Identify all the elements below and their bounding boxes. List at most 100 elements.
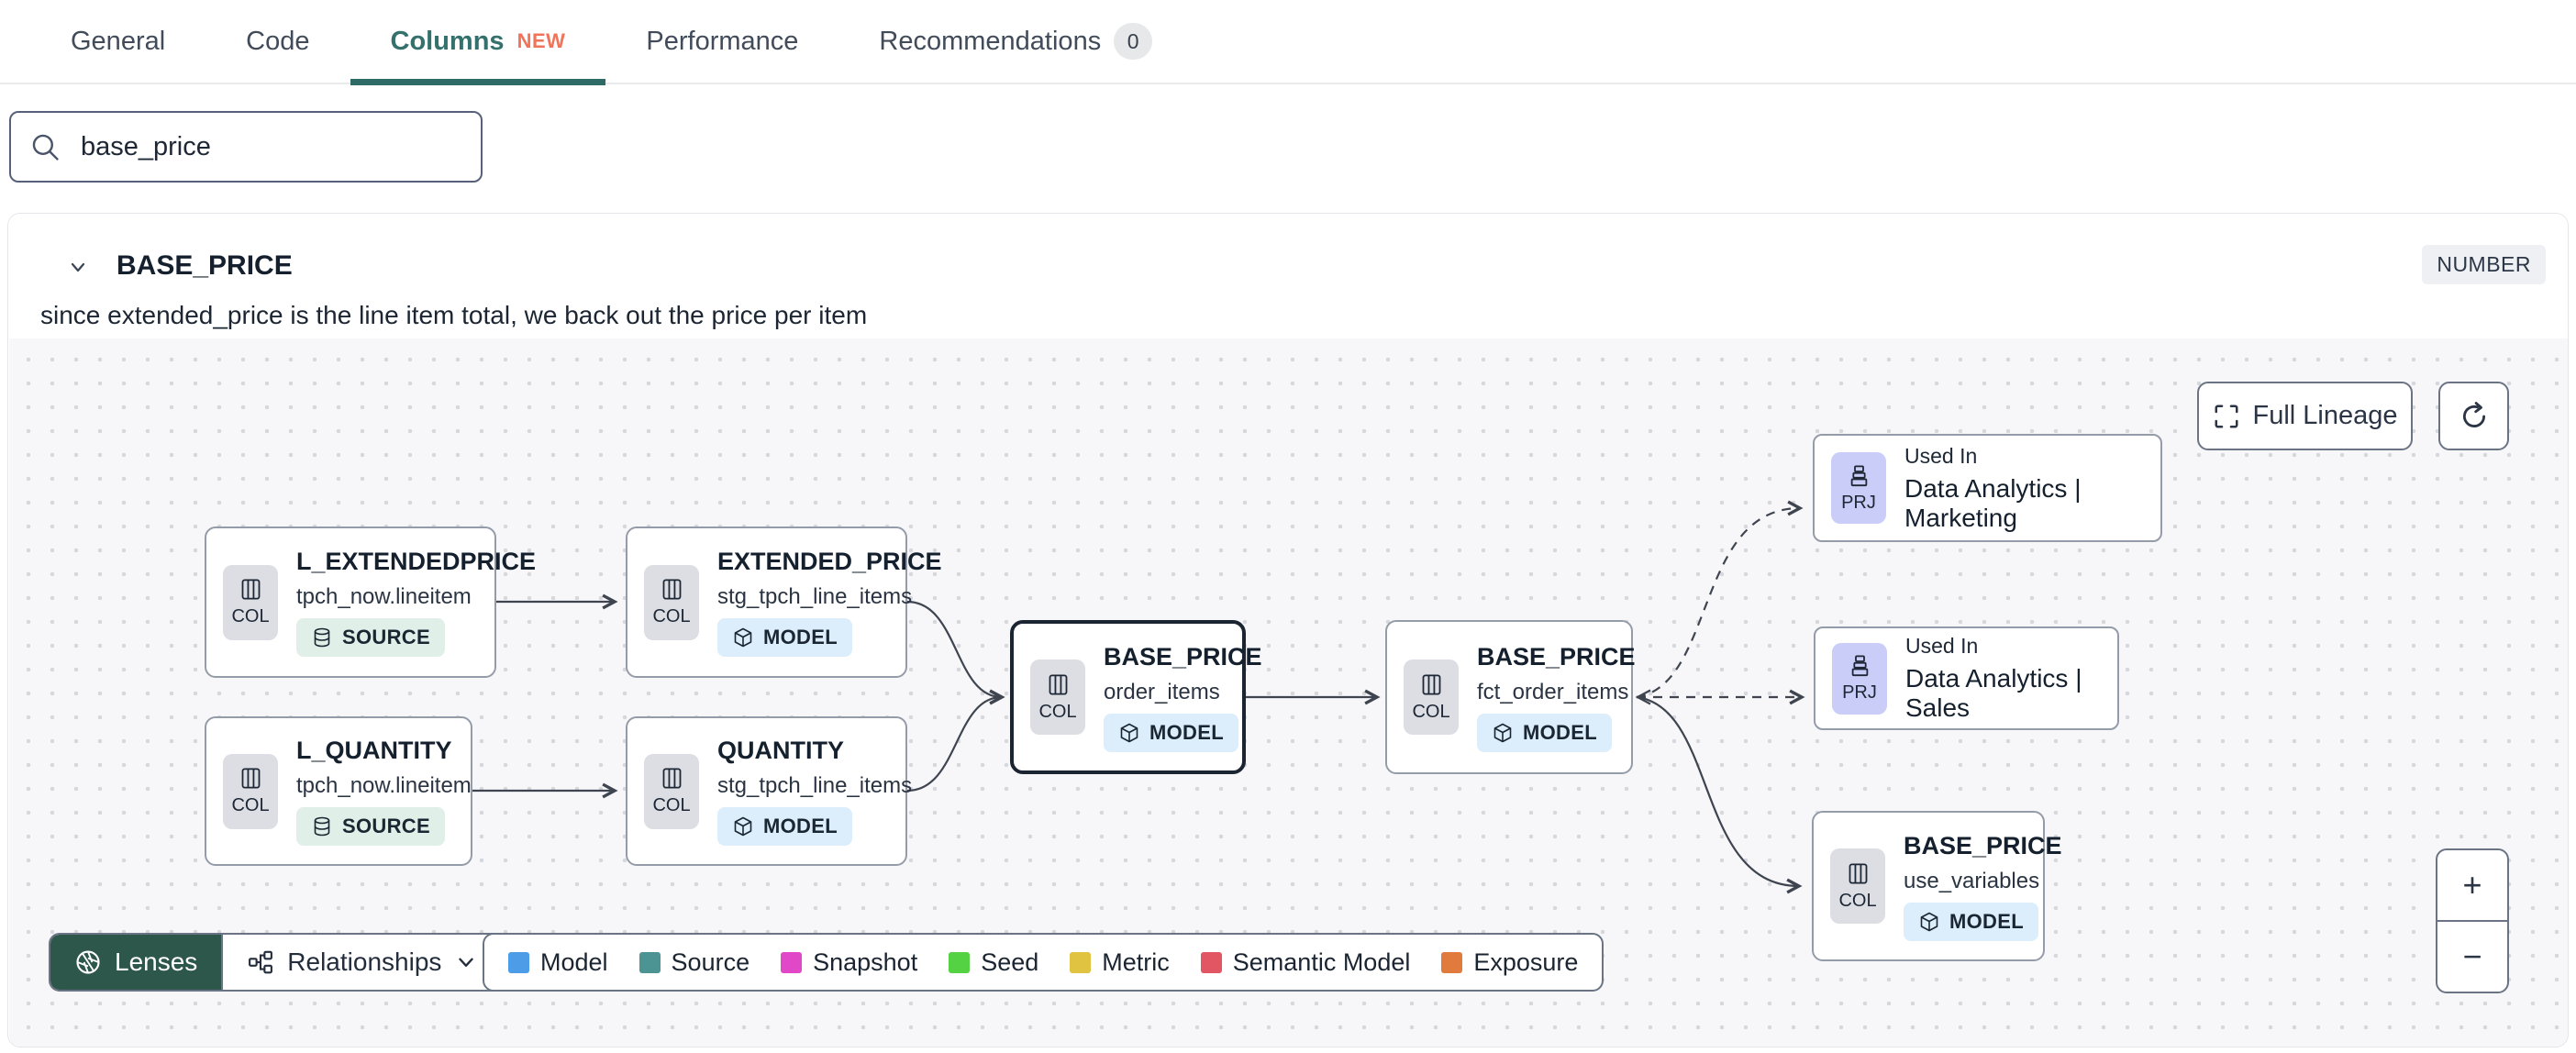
legend-label: Snapshot bbox=[813, 948, 918, 976]
search-box bbox=[9, 111, 483, 183]
chip-label: PRJ bbox=[1841, 492, 1876, 513]
badge-label: MODEL bbox=[1149, 720, 1224, 744]
column-title: BASE_PRICE bbox=[117, 250, 293, 281]
lineage-node-exposure-sales[interactable]: PRJ Used In Data Analytics | Sales bbox=[1814, 626, 2119, 730]
project-icon bbox=[1850, 464, 1867, 486]
node-title: BASE_PRICE bbox=[1477, 642, 1636, 671]
node-subtitle: tpch_now.lineitem bbox=[296, 584, 472, 609]
zoom-in-button[interactable]: + bbox=[2437, 850, 2507, 922]
legend-label: Metric bbox=[1102, 948, 1170, 976]
node-type-badge: MODEL bbox=[1104, 713, 1238, 752]
lineage-node-extended-price[interactable]: COL EXTENDED_PRICE stg_tpch_line_items M… bbox=[626, 526, 942, 678]
chip-label: COL bbox=[1412, 701, 1450, 722]
expand-icon bbox=[2215, 405, 2237, 427]
tab-bar: General Code Columns NEW Performance Rec… bbox=[0, 0, 2576, 85]
tab-columns[interactable]: Columns NEW bbox=[350, 0, 606, 85]
legend-swatch bbox=[1441, 951, 1463, 973]
new-badge: NEW bbox=[516, 29, 566, 52]
full-lineage-button[interactable]: Full Lineage bbox=[2197, 382, 2413, 450]
tab-performance[interactable]: Performance bbox=[605, 0, 838, 83]
tab-label: Columns bbox=[390, 26, 505, 56]
node-type-badge: MODEL bbox=[1904, 902, 2038, 941]
refresh-button[interactable] bbox=[2438, 382, 2509, 450]
lineage-node-exposure-marketing[interactable]: PRJ Used In Data Analytics | Marketing bbox=[1813, 434, 2162, 542]
cube-icon bbox=[1493, 723, 1512, 742]
project-icon bbox=[1851, 655, 1868, 677]
legend-label: Exposure bbox=[1473, 948, 1579, 976]
zoom-out-button[interactable]: − bbox=[2462, 937, 2482, 975]
legend-label: Source bbox=[671, 948, 750, 976]
relationships-icon bbox=[249, 950, 273, 974]
legend: Model Source Snapshot Seed Metric Semant… bbox=[483, 933, 1604, 992]
column-chip: COL bbox=[644, 753, 699, 829]
legend-swatch bbox=[638, 951, 661, 973]
column-panel-header: BASE_PRICE NUMBER since extended_price i… bbox=[8, 214, 2568, 338]
lineage-node-l-extendedprice[interactable]: COL L_EXTENDEDPRICE tpch_now.lineitem SO… bbox=[205, 526, 536, 678]
database-icon bbox=[314, 816, 330, 837]
columns-icon bbox=[662, 579, 681, 600]
chip-label: COL bbox=[1838, 890, 1877, 911]
tab-label: Code bbox=[246, 26, 310, 56]
aperture-icon bbox=[76, 950, 100, 974]
tab-general[interactable]: General bbox=[30, 0, 205, 83]
node-title: BASE_PRICE bbox=[1104, 642, 1262, 671]
column-chip: COL bbox=[1830, 848, 1885, 924]
chip-label: COL bbox=[1038, 701, 1077, 722]
badge-label: SOURCE bbox=[342, 626, 430, 648]
collapse-chevron-icon[interactable] bbox=[61, 250, 94, 283]
cube-icon bbox=[1120, 723, 1138, 742]
legend-label: Model bbox=[540, 948, 608, 976]
tab-code[interactable]: Code bbox=[205, 0, 350, 83]
chip-label: PRJ bbox=[1842, 682, 1877, 703]
lenses-button[interactable]: Lenses bbox=[50, 935, 222, 990]
chip-label: COL bbox=[652, 606, 691, 626]
column-chip: COL bbox=[223, 753, 278, 829]
lenses-bar: Lenses Relationships bbox=[49, 933, 505, 992]
node-title: BASE_PRICE bbox=[1904, 831, 2062, 859]
relationships-label: Relationships bbox=[287, 948, 442, 976]
lineage-node-l-quantity[interactable]: COL L_QUANTITY tpch_now.lineitem SOURCE bbox=[205, 716, 472, 866]
node-subtitle: use_variables bbox=[1904, 868, 2040, 893]
badge-label: MODEL bbox=[1523, 720, 1597, 744]
relationships-dropdown[interactable]: Relationships bbox=[221, 935, 503, 990]
column-chip: COL bbox=[644, 564, 699, 640]
lineage-node-base-price-fct-order-items[interactable]: COL BASE_PRICE fct_order_items MODEL bbox=[1385, 620, 1636, 774]
lineage-canvas[interactable]: COL L_EXTENDEDPRICE tpch_now.lineitem SO… bbox=[9, 338, 2568, 1047]
node-subtitle: order_items bbox=[1104, 679, 1220, 704]
node-type-badge: MODEL bbox=[717, 618, 852, 657]
legend-swatch bbox=[781, 951, 803, 973]
legend-swatch bbox=[1070, 951, 1092, 973]
column-description: since extended_price is the line item to… bbox=[40, 301, 868, 329]
used-in-label: Used In bbox=[1904, 443, 1978, 468]
lineage-node-quantity[interactable]: COL QUANTITY stg_tpch_line_items MODEL bbox=[626, 716, 912, 866]
badge-label: SOURCE bbox=[342, 815, 430, 837]
chip-label: COL bbox=[231, 795, 270, 815]
legend-swatch bbox=[508, 951, 529, 973]
cube-icon bbox=[1920, 912, 1938, 931]
badge-label: MODEL bbox=[763, 815, 838, 837]
legend-item-metric: Metric bbox=[1070, 948, 1170, 977]
tab-recommendations[interactable]: Recommendations 0 bbox=[838, 0, 1193, 83]
refresh-icon bbox=[2462, 401, 2485, 427]
lineage-node-base-price-order-items[interactable]: COL BASE_PRICE order_items MODEL bbox=[1010, 620, 1262, 774]
legend-swatch bbox=[949, 951, 971, 973]
cube-icon bbox=[734, 816, 752, 837]
search-input[interactable] bbox=[9, 111, 483, 183]
legend-swatch bbox=[1200, 951, 1222, 973]
column-chip: COL bbox=[223, 564, 278, 640]
lineage-node-base-price-use-variables[interactable]: COL BASE_PRICE use_variables MODEL bbox=[1812, 811, 2062, 961]
full-lineage-label: Full Lineage bbox=[2252, 401, 2398, 430]
project-chip: PRJ bbox=[1831, 452, 1886, 524]
lenses-label: Lenses bbox=[115, 948, 198, 976]
legend-item-source: Source bbox=[638, 948, 750, 977]
chip-label: COL bbox=[652, 795, 691, 815]
tab-label: Recommendations bbox=[879, 26, 1102, 56]
tab-label: Performance bbox=[646, 26, 799, 56]
tab-label: General bbox=[71, 26, 166, 56]
column-chip: COL bbox=[1030, 660, 1085, 735]
node-subtitle: stg_tpch_line_items bbox=[717, 584, 913, 609]
legend-label: Semantic Model bbox=[1232, 948, 1411, 976]
search-icon bbox=[32, 134, 59, 161]
node-subtitle: tpch_now.lineitem bbox=[296, 773, 472, 798]
badge-label: MODEL bbox=[763, 626, 838, 648]
